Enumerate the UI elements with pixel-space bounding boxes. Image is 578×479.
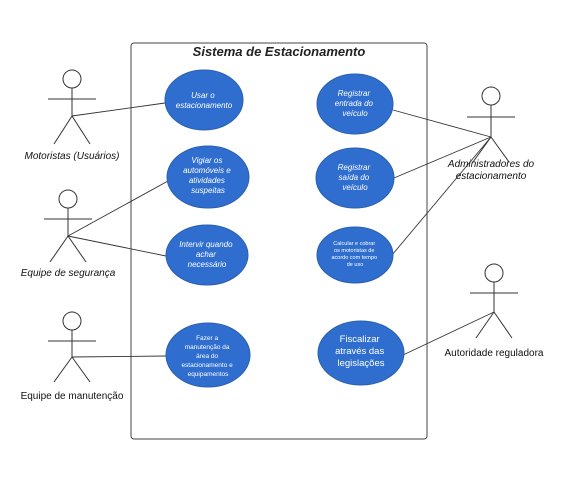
- assoc-autoridade-fiscalizar: [402, 311, 495, 356]
- use-case-line: manutenção da: [185, 344, 230, 351]
- actor-leg-left: [472, 136, 492, 163]
- assoc-admin-entrada: [392, 109, 492, 138]
- actor-leg-left: [49, 235, 69, 263]
- actor-leg-right: [67, 235, 87, 263]
- use-case-line: suspeitas: [191, 186, 225, 195]
- associations: [67, 102, 495, 358]
- use-case-ellipse: [316, 73, 394, 135]
- actor-label: Motoristas (Usuários): [24, 151, 119, 162]
- actor-head: [58, 189, 78, 209]
- actor-leg-right: [71, 115, 91, 145]
- actor-head: [62, 311, 82, 331]
- use-case-vigiar: Vigiar os automóveis e atividades suspei…: [166, 145, 250, 209]
- use-case-line: necessário: [188, 260, 227, 269]
- actor-autoridade: Autoridade reguladora: [445, 263, 544, 359]
- use-case-registrar-entrada: Registrar entrada do veículo: [316, 73, 394, 135]
- use-case-line: Intervir quando: [179, 240, 233, 249]
- use-case-calcular-cobrar: Calcular e cobrar os motoristas de acord…: [316, 226, 394, 284]
- use-case-ellipse: [315, 147, 395, 209]
- use-case-line: acordo com tempo: [331, 255, 377, 261]
- svg-text:Registrar entrada do: Registrar entrada do veículo: [335, 89, 376, 118]
- use-case-line: Usar o: [191, 91, 215, 100]
- actor-label: Equipe de segurança: [21, 268, 116, 279]
- svg-text:Usar o estacionamento: Usar o estacionamento: [176, 91, 233, 110]
- actor-head: [481, 86, 501, 106]
- actor-administradores: Administradores do estacionamento: [447, 86, 535, 182]
- use-case-fiscalizar: Fiscalizar através das legislações: [317, 320, 405, 386]
- actor-leg-left: [53, 356, 73, 383]
- use-case-ellipse: [165, 322, 251, 388]
- assoc-manutencao-fazer: [71, 355, 167, 358]
- use-case-line: Vigiar os: [191, 156, 222, 165]
- use-case-intervir: Intervir quando achar necessário: [165, 224, 249, 286]
- use-case-line: Calcular e cobrar: [333, 241, 375, 247]
- svg-text:Intervir quando achar: Intervir quando achar necessário: [179, 240, 235, 269]
- assoc-admin-cobrar: [391, 136, 492, 256]
- use-case-ellipse: [165, 224, 249, 286]
- use-case-ellipse: [316, 226, 394, 284]
- use-case-ellipse: [164, 69, 244, 131]
- use-case-line: Fiscalizar: [340, 334, 380, 345]
- use-case-line: de uso: [347, 262, 364, 268]
- actor-leg-left: [475, 311, 495, 339]
- actor-motoristas: Motoristas (Usuários): [24, 69, 120, 162]
- use-case-line: através das: [335, 346, 384, 357]
- use-case-line: legislações: [338, 358, 385, 369]
- use-case-registrar-saida: Registrar saída do veículo: [315, 147, 395, 209]
- actor-leg-left: [53, 115, 73, 145]
- use-case-line: Registrar: [338, 89, 371, 98]
- use-case-line: achar: [196, 250, 216, 259]
- system-title: Sistema de Estacionamento: [193, 44, 366, 59]
- use-case-line: entrada do: [335, 99, 374, 108]
- use-case-line: atividades: [189, 176, 225, 185]
- actor-seguranca: Equipe de segurança: [21, 189, 116, 279]
- actor-label-line1: Administradores do: [447, 159, 535, 170]
- svg-text:Fiscalizar através das: Fiscalizar através das legislações: [335, 334, 387, 369]
- use-case-line: Registrar: [338, 163, 371, 172]
- use-case-line: saída do: [339, 173, 370, 182]
- use-case-line: veículo: [342, 109, 368, 118]
- svg-text:Registrar saída do: Registrar saída do veículo: [338, 163, 373, 192]
- use-case-line: automóveis e: [183, 166, 231, 175]
- actor-leg-right: [71, 356, 91, 383]
- actor-leg-right: [493, 311, 513, 339]
- actor-head: [484, 263, 504, 283]
- use-case-line: veículo: [342, 183, 368, 192]
- actor-head: [62, 69, 82, 89]
- use-case-usar-estacionamento: Usar o estacionamento: [164, 69, 244, 131]
- use-case-ellipse: [166, 145, 250, 209]
- use-case-line: equipamentos: [188, 371, 230, 378]
- svg-text:Calcular e cobrar os mot: Calcular e cobrar os motoristas de acord…: [331, 241, 378, 268]
- actor-leg-right: [490, 136, 510, 163]
- use-case-line: estacionamento e: [181, 362, 233, 369]
- assoc-seguranca-vigiar: [67, 180, 169, 237]
- use-case-line: área do: [196, 353, 218, 360]
- use-case-line: os motoristas de: [334, 248, 374, 254]
- actor-label-line2: estacionamento: [456, 171, 527, 182]
- assoc-seguranca-intervir: [67, 235, 167, 257]
- assoc-admin-saida: [393, 136, 492, 179]
- svg-text:Vigiar os automóveis e: Vigiar os automóveis e atividades suspei…: [183, 156, 233, 195]
- svg-text:Fazer a manutenção da: Fazer a manutenção da área do estacionam…: [181, 335, 234, 378]
- actor-label: Autoridade reguladora: [445, 348, 544, 359]
- use-case-line: Fazer a: [196, 335, 218, 342]
- use-case-line: estacionamento: [176, 101, 233, 110]
- assoc-motoristas-usar: [71, 102, 166, 117]
- actor-manutencao: Equipe de manutenção: [21, 311, 124, 402]
- use-case-manutencao: Fazer a manutenção da área do estacionam…: [165, 322, 251, 388]
- actor-label: Equipe de manutenção: [21, 391, 124, 402]
- use-case-ellipse: [317, 320, 405, 386]
